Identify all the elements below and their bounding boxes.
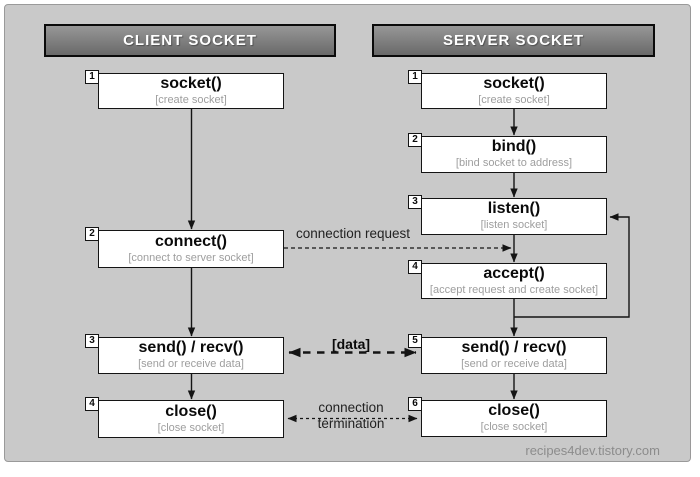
server-bind-title: bind() (491, 138, 537, 156)
server-listen-box: listen() [listen socket] (421, 198, 607, 235)
connection-request-label: connection request (295, 226, 411, 241)
server-accept-subtitle: [accept request and create socket] (429, 283, 599, 296)
client-socket-header: CLIENT SOCKET (44, 24, 336, 57)
server-step-4-badge: 4 (408, 260, 422, 274)
server-bind-subtitle: [bind socket to address] (455, 157, 573, 170)
watermark-text: recipes4dev.tistory.com (525, 443, 660, 458)
client-socket-subtitle: [create socket] (155, 93, 227, 106)
connection-termination-line2: termination (317, 416, 385, 431)
server-socket-header: SERVER SOCKET (372, 24, 655, 57)
server-accept-box: accept() [accept request and create sock… (421, 263, 607, 299)
server-step-5-badge: 5 (408, 334, 422, 348)
server-bind-box: bind() [bind socket to address] (421, 136, 607, 173)
server-step-2-badge: 2 (408, 133, 422, 147)
client-socket-box: socket() [create socket] (98, 73, 284, 109)
server-step-6-badge: 6 (408, 397, 422, 411)
server-close-title: close() (488, 402, 540, 420)
server-accept-title: accept() (483, 264, 545, 282)
client-connect-box: connect() [connect to server socket] (98, 230, 284, 268)
client-step-3-badge: 3 (85, 334, 99, 348)
server-send-recv-box: send() / recv() [send or receive data] (421, 337, 607, 374)
client-close-box: close() [close socket] (98, 400, 284, 438)
server-send-recv-title: send() / recv() (461, 339, 567, 357)
server-socket-subtitle: [create socket] (478, 93, 550, 106)
server-send-recv-subtitle: [send or receive data] (461, 358, 567, 371)
client-close-title: close() (165, 402, 217, 420)
client-send-recv-box: send() / recv() [send or receive data] (98, 337, 284, 374)
client-socket-title: socket() (160, 74, 222, 92)
server-step-3-badge: 3 (408, 195, 422, 209)
data-transfer-label: [data] (331, 336, 371, 352)
connection-termination-label: connection termination (301, 400, 401, 432)
client-send-recv-subtitle: [send or receive data] (138, 358, 244, 371)
server-listen-subtitle: [listen socket] (480, 219, 548, 232)
server-step-1-badge: 1 (408, 70, 422, 84)
client-send-recv-title: send() / recv() (138, 339, 244, 357)
server-close-box: close() [close socket] (421, 400, 607, 437)
server-socket-box: socket() [create socket] (421, 73, 607, 109)
client-close-subtitle: [close socket] (157, 421, 225, 434)
client-step-4-badge: 4 (85, 397, 99, 411)
client-step-1-badge: 1 (85, 70, 99, 84)
server-socket-title: socket() (483, 74, 545, 92)
server-close-subtitle: [close socket] (480, 421, 548, 434)
client-connect-subtitle: [connect to server socket] (128, 251, 254, 264)
connection-termination-line1: connection (318, 400, 384, 415)
server-listen-title: listen() (487, 200, 541, 218)
client-connect-title: connect() (155, 232, 227, 250)
client-step-2-badge: 2 (85, 227, 99, 241)
